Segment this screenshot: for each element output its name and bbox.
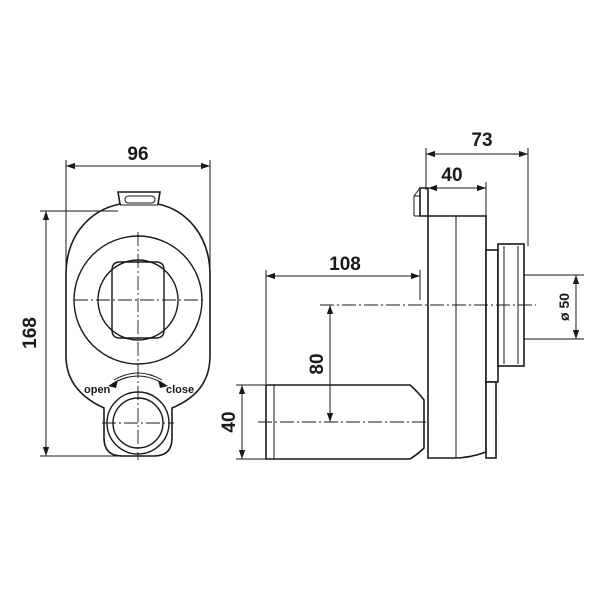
side-inlet-pipe [265, 384, 425, 460]
dimension-40-left: 40 [219, 411, 240, 432]
front-inlet [111, 261, 165, 339]
hanging-slot [124, 195, 156, 204]
dimension-diameter-50: ø 50 [556, 293, 572, 321]
dimension-40-top: 40 [441, 165, 462, 186]
dimension-73: 73 [471, 130, 492, 151]
dimension-96: 96 [127, 144, 148, 165]
front-view: open close 96 168 [20, 144, 211, 460]
dimension-80: 80 [307, 353, 328, 374]
open-label: open [84, 384, 111, 396]
close-label: close [166, 384, 194, 396]
side-body [419, 187, 487, 459]
side-view: 73 40 108 80 40 ø 50 [219, 130, 584, 460]
side-outlet-flange [485, 249, 499, 383]
dimension-108: 108 [329, 254, 361, 275]
dimension-168: 168 [20, 317, 41, 349]
